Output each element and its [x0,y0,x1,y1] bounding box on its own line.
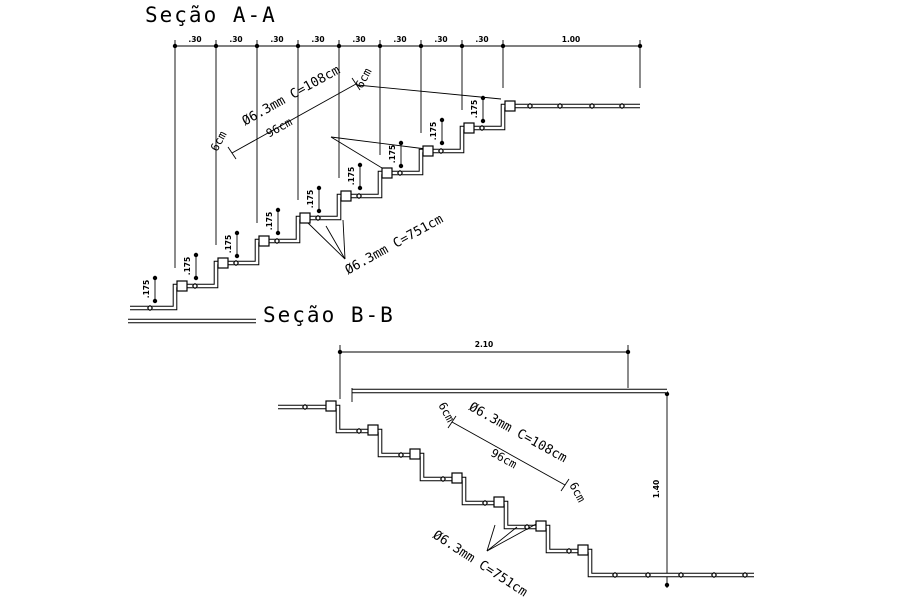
bb-height-dim: 1.40 [652,480,661,499]
aa-tread-dim: .30 [311,35,324,44]
bb-rebar-hook-right: 6cm [566,480,588,505]
bb-rebar-mid-length: 96cm [488,446,519,472]
aa-riser-dim: .175 [142,280,151,299]
aa-rebar-mid-length: 96cm [264,115,295,141]
aa-landing-dim: 1.00 [562,35,581,44]
aa-tread-dim: .30 [434,35,447,44]
aa-tread-dim: .30 [270,35,283,44]
aa-riser-dimensions [152,95,486,304]
aa-tread-dim: .30 [475,35,488,44]
aa-rebar-hook-left: 6cm [207,129,229,154]
aa-riser-dim: .175 [429,122,438,141]
aa-stair-profile [128,103,640,324]
aa-riser-dim: .175 [224,235,233,254]
bb-rebar-hook-left: 6cm [435,400,457,425]
aa-riser-dim: .175 [183,257,192,276]
aa-riser-dim: .175 [470,100,479,119]
aa-riser-dim: .175 [388,145,397,164]
aa-rebar-bracket [227,77,361,160]
bb-height-dimension [664,391,670,588]
bb-upper-floor-line [351,388,667,402]
aa-tread-dim: .30 [188,35,201,44]
bb-title: Seção B-B [263,303,395,327]
bb-distribution-bar-label: Ø6.3mm C=751cm [430,528,530,600]
aa-riser-dim: .175 [265,212,274,231]
aa-distribution-bar-label: Ø6.3mm C=751cm [343,212,446,278]
section-aa: Seção A-A .30 .30 .30 .30 .30 .30 .30 .3… [128,3,643,324]
aa-dimension-chain [172,40,643,268]
aa-tread-dim: .30 [229,35,242,44]
aa-leader-lines [307,84,502,260]
aa-title: Seção A-A [145,3,277,27]
bb-leader-lines [486,522,539,552]
aa-tread-dim: .30 [352,35,365,44]
aa-riser-dim: .175 [306,190,315,209]
bb-width-dim: 2.10 [475,340,494,349]
bb-rebar-bracket [447,415,570,492]
aa-rebar-label: Ø6.3mm C=108cm [240,63,343,129]
section-bb: Seção B-B 2.10 1.40 Ø6.3mm C=108cm 96cm … [263,303,754,600]
aa-tread-dim: .30 [393,35,406,44]
aa-riser-dim: .175 [347,167,356,186]
bb-rebar-label: Ø6.3mm C=108cm [466,400,569,466]
bb-width-dimension [337,345,631,399]
